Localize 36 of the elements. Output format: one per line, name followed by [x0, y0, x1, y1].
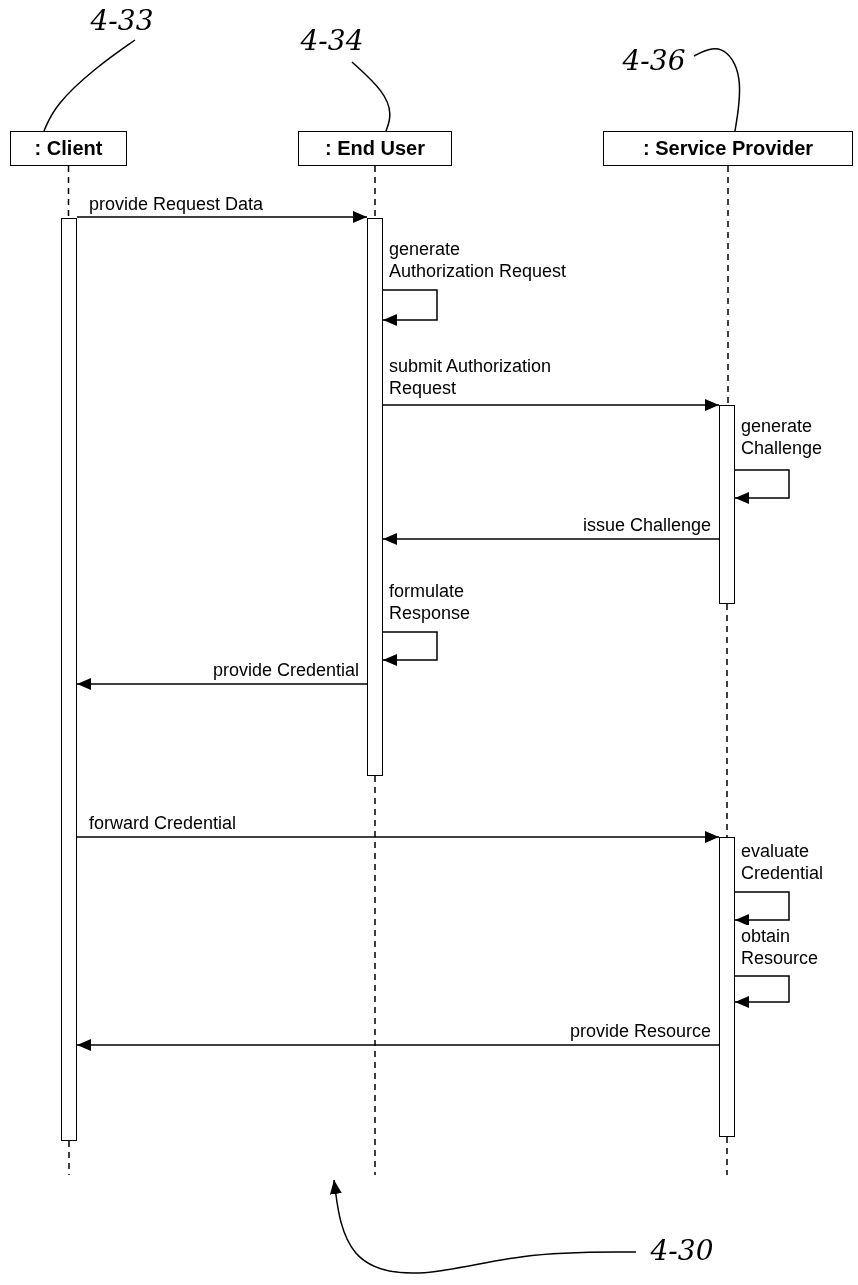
participant-name: : Service Provider	[642, 137, 814, 160]
lifeline	[374, 165, 376, 219]
activation-bar	[719, 405, 735, 604]
lifeline	[726, 603, 728, 838]
lifeline-header	[298, 131, 452, 166]
leader-line	[43, 39, 136, 132]
activation-bar	[367, 218, 383, 776]
reference-numeral: 4-30	[650, 1233, 714, 1267]
participant-name: : Client	[34, 137, 103, 160]
participant-name: : End User	[325, 137, 425, 160]
self-message-arrow	[382, 631, 438, 666]
lifeline	[68, 1140, 70, 1176]
activation-bar	[719, 837, 735, 1137]
leader-line	[329, 1179, 637, 1274]
reference-numeral: 4-34	[300, 23, 364, 57]
lifeline-header	[603, 131, 853, 166]
lifeline-header	[10, 131, 127, 166]
reference-numeral: 4-33	[90, 3, 154, 37]
reference-numeral: 4-36	[622, 43, 686, 77]
self-message-arrow	[382, 289, 438, 326]
leader-line	[693, 48, 741, 132]
self-message-arrow	[734, 891, 790, 926]
lifeline	[374, 775, 376, 1176]
message-arrow	[76, 1039, 720, 1051]
lifeline	[726, 1136, 728, 1176]
leader-line	[351, 61, 391, 132]
self-message-arrow	[734, 469, 790, 504]
message-arrow	[382, 399, 720, 411]
message-arrow	[76, 678, 368, 690]
self-message-arrow	[734, 975, 790, 1008]
message-arrow	[382, 533, 720, 545]
message-arrow	[76, 831, 720, 843]
lifeline	[727, 165, 729, 406]
lifeline	[67, 165, 70, 219]
activation-bar	[61, 218, 77, 1141]
message-arrow	[76, 211, 368, 223]
